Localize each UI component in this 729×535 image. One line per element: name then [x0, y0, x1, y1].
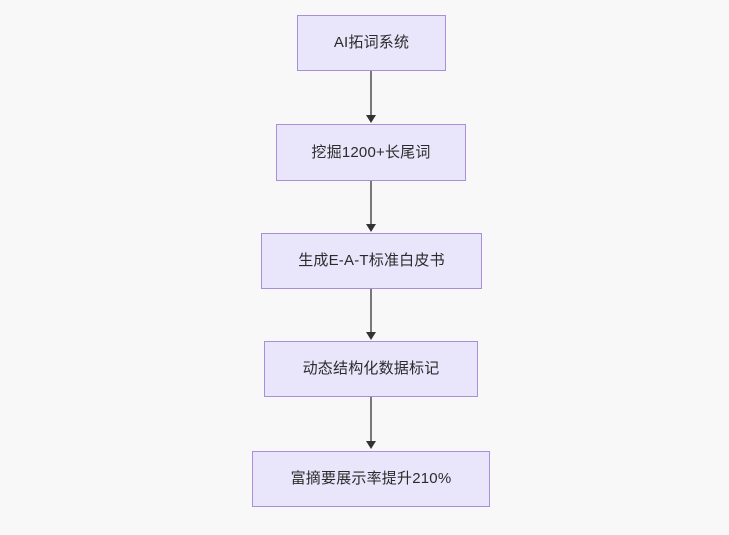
- flow-edge-n3-n4-line: [370, 289, 372, 333]
- flow-node-label: 生成E-A-T标准白皮书: [298, 252, 445, 269]
- flow-edge-n2-n3-line: [370, 181, 372, 225]
- flow-node-label: 动态结构化数据标记: [302, 360, 440, 377]
- flow-node-n3[interactable]: 生成E-A-T标准白皮书: [261, 233, 482, 289]
- flow-node-label: 富摘要展示率提升210%: [290, 470, 452, 487]
- flow-edge-n2-n3-arrow-icon: [365, 224, 376, 232]
- flow-node-n4[interactable]: 动态结构化数据标记: [264, 341, 478, 397]
- flow-edge-n1-n2-arrow-icon: [365, 115, 376, 123]
- flow-node-n5[interactable]: 富摘要展示率提升210%: [252, 451, 490, 507]
- flow-edge-n4-n5-line: [370, 397, 372, 442]
- flow-edge-n1-n2-line: [370, 71, 372, 117]
- flow-edge-n3-n4-arrow-icon: [365, 332, 376, 340]
- flow-node-label: AI拓词系统: [333, 34, 410, 51]
- flow-node-n2[interactable]: 挖掘1200+长尾词: [276, 124, 466, 181]
- flow-node-n1[interactable]: AI拓词系统: [297, 15, 446, 71]
- flow-edge-n4-n5-arrow-icon: [365, 441, 376, 449]
- flow-node-label: 挖掘1200+长尾词: [311, 143, 431, 161]
